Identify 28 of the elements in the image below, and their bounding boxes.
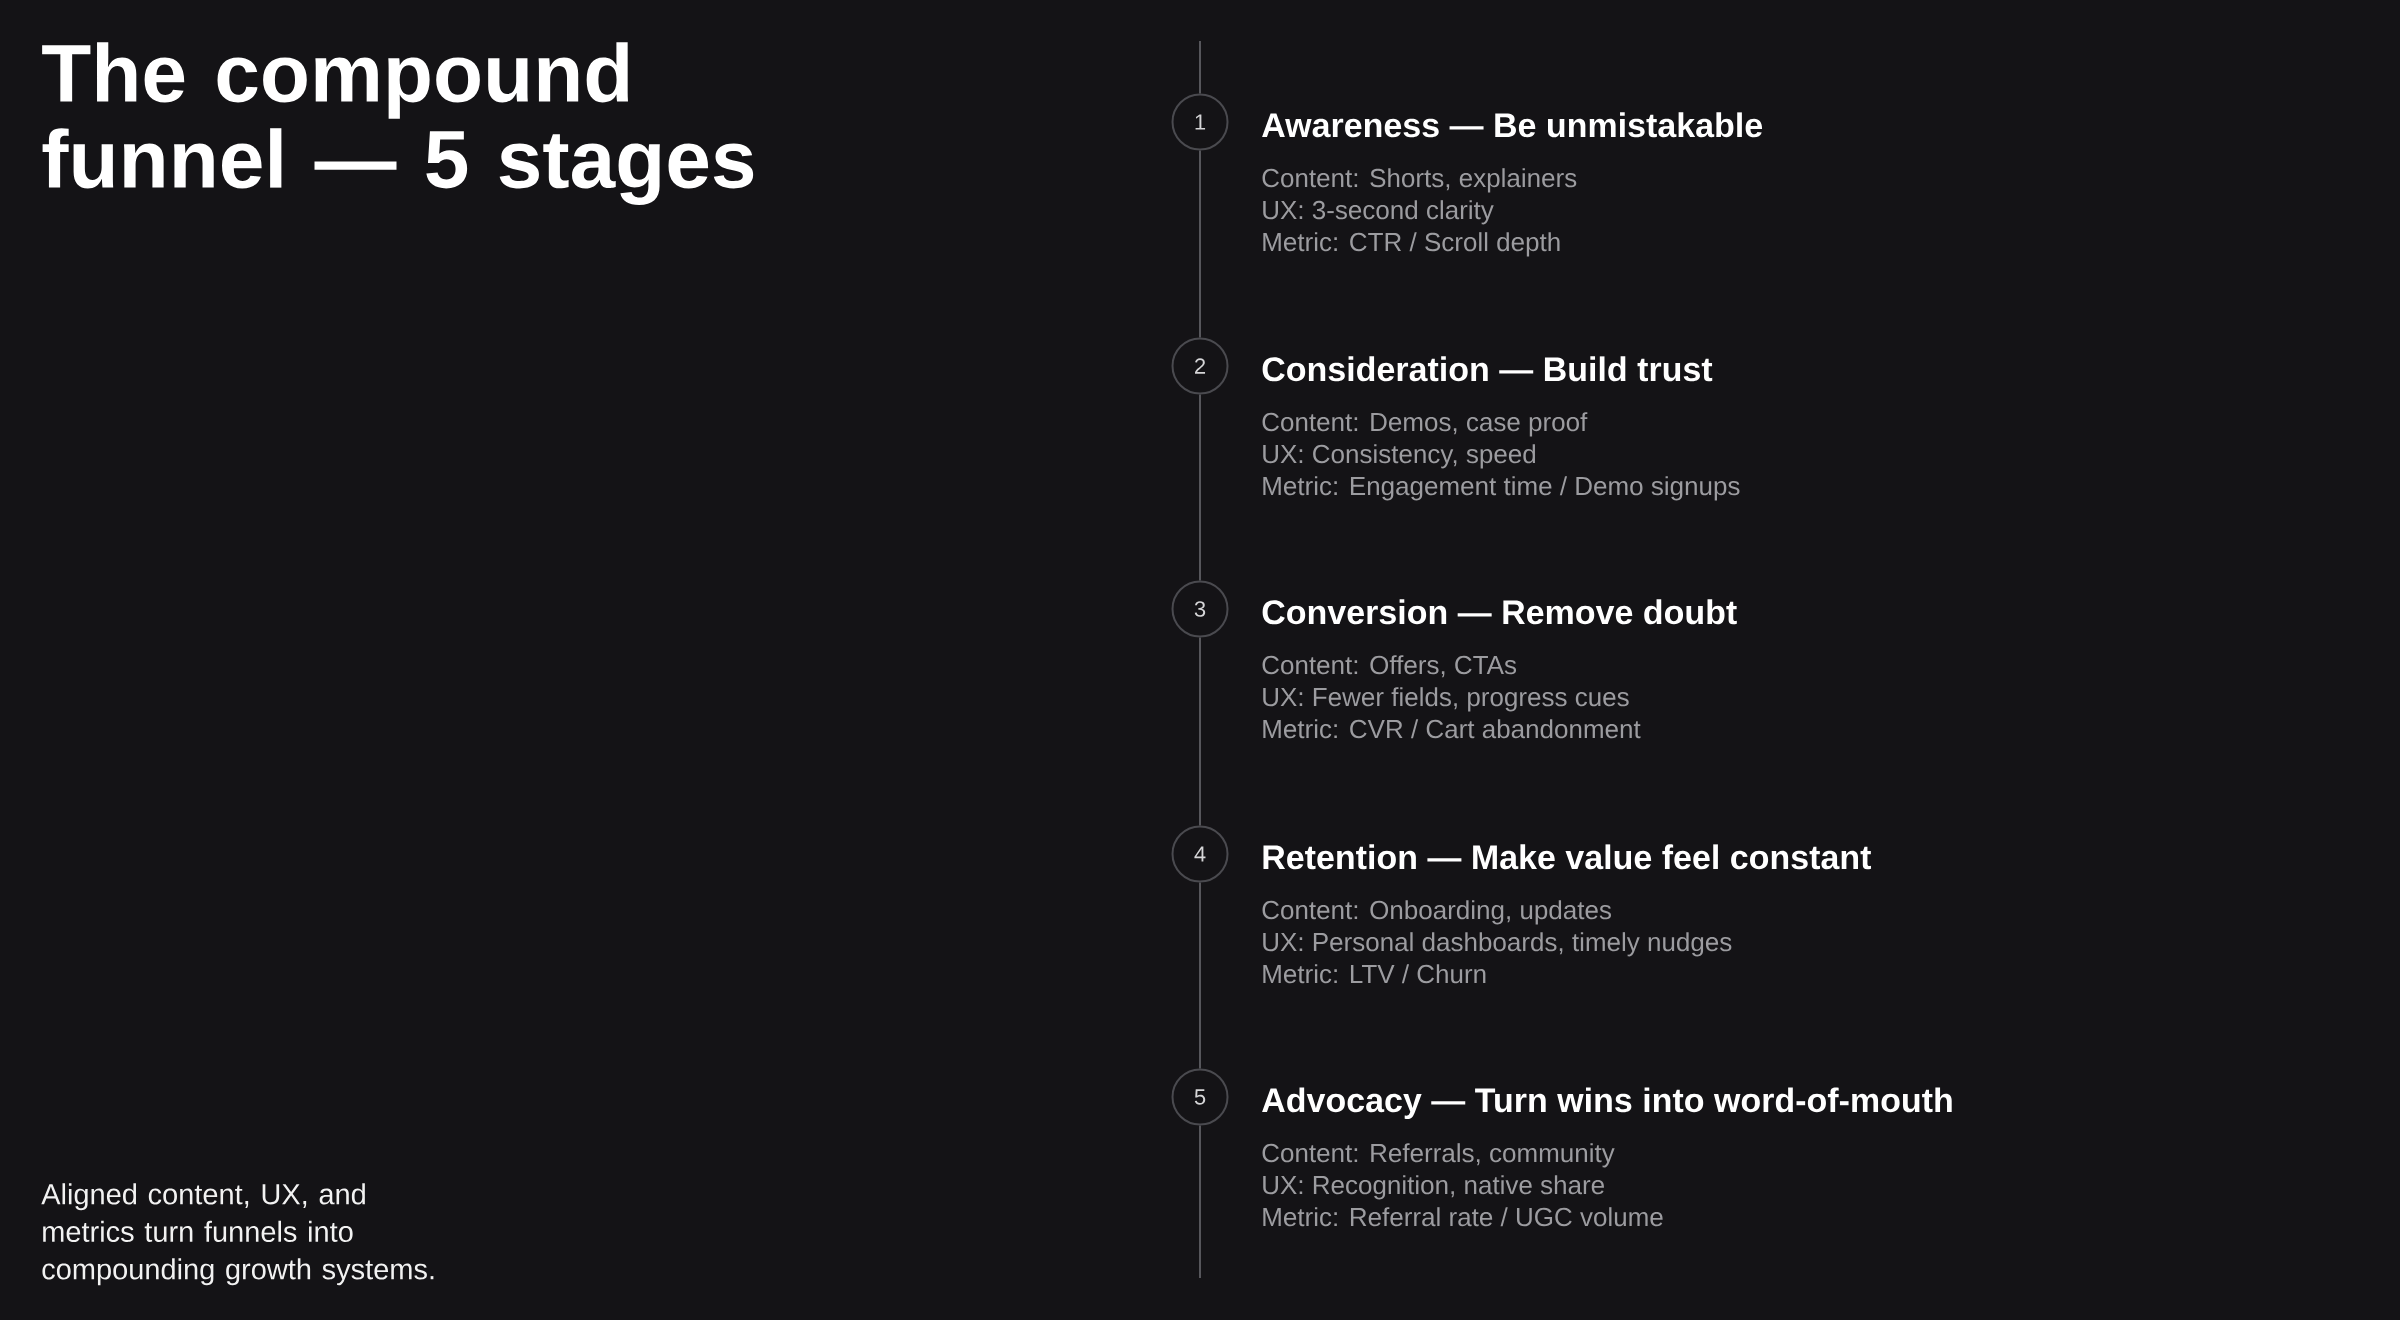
detail-text: UX: Recognition, native share <box>1263 1175 1604 1200</box>
detail-text: Metric: Referral rate / UGC volume <box>1263 1207 1663 1227</box>
detail-text: Metric: CTR / Scroll depth <box>1263 232 1560 257</box>
caption: Aligned content, UX, and metrics turn funnels into compounding growth systems. <box>41 1183 434 1286</box>
timeline-line <box>1199 881 1201 1070</box>
stage-heading: Retention — Make value feel constant <box>1263 844 1872 870</box>
timeline-line <box>1199 636 1201 827</box>
stage-heading: Awareness — Be unmistakable <box>1262 112 1763 138</box>
detail-text: UX: 3-second clarity <box>1263 200 1494 225</box>
detail-text: Metric: LTV / Churn <box>1263 964 1486 984</box>
title: The compound funnel — 5 stages <box>42 42 754 205</box>
detail-text: Metric: Engagement time / Demo signups <box>1263 476 1740 501</box>
detail-text: Metric: CVR / Cart abandonment <box>1263 719 1641 739</box>
stage-heading: Advocacy — Turn wins into word-of-mouth <box>1262 1087 1952 1120</box>
detail-text: UX: Personal dashboards, timely nudges <box>1263 932 1732 957</box>
detail-text: UX: Fewer fields, progress cues <box>1263 687 1629 712</box>
detail-text: Content: Onboarding, updates <box>1262 900 1611 925</box>
stage-heading: Conversion — Remove doubt <box>1262 599 1737 625</box>
detail-text: UX: Consistency, speed <box>1263 444 1536 469</box>
timeline-line <box>1199 393 1201 582</box>
detail-text: Content: Referrals, community <box>1262 1143 1615 1168</box>
detail-text: Content: Shorts, explainers <box>1262 168 1577 193</box>
timeline-line <box>1199 40 1201 95</box>
detail-text: Content: Offers, CTAs <box>1262 655 1517 678</box>
detail-text: Content: Demos, case proof <box>1262 412 1588 437</box>
timeline-line <box>1199 1124 1201 1279</box>
timeline-line <box>1199 149 1201 339</box>
stage-heading: Consideration — Build trust <box>1262 356 1713 382</box>
